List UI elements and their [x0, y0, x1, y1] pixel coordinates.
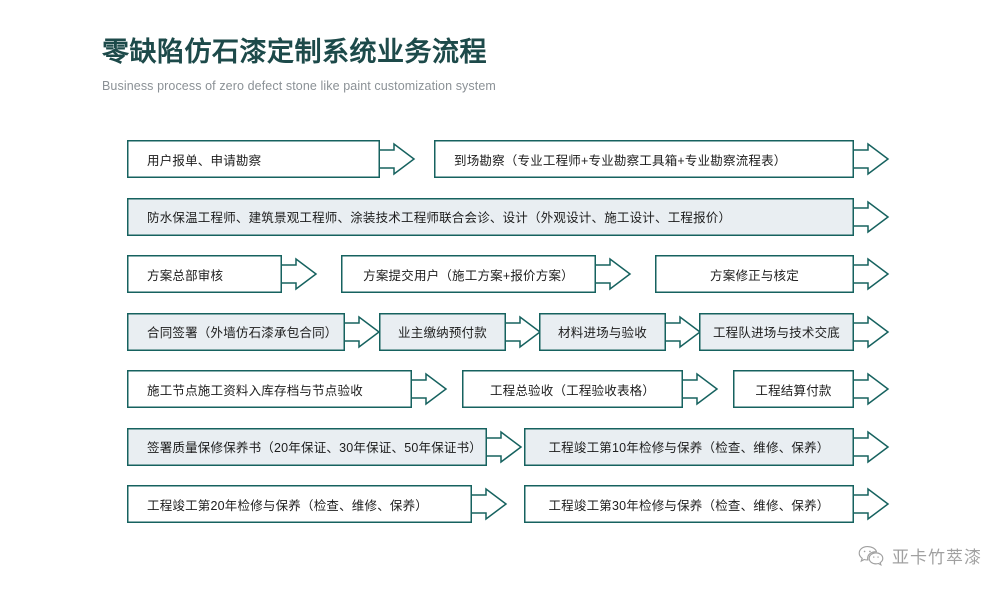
- node-shape: [127, 370, 448, 408]
- page-title: 零缺陷仿石漆定制系统业务流程: [102, 37, 487, 67]
- process-node[interactable]: 业主缴纳预付款: [379, 312, 542, 351]
- flow-diagram: 用户报单、申请勘察到场勘察（专业工程师+专业勘察工具箱+专业勘察流程表）防水保温…: [0, 140, 1002, 543]
- flow-row-7: 工程竣工第20年检修与保养（检查、维修、保养） 工程竣工第30年检修与保养（检查、…: [0, 485, 1002, 543]
- process-node[interactable]: 合同签署（外墙仿石漆承包合同）: [127, 312, 381, 351]
- flow-row-3: 方案总部审核方案提交用户（施工方案+报价方案） 方案修正与核定: [0, 255, 1002, 313]
- flow-row-2: 防水保温工程师、建筑景观工程师、涂装技术工程师联合会诊、设计（外观设计、施工设计…: [0, 197, 1002, 256]
- flow-row-5: 施工节点施工资料入库存档与节点验收工程总验收（工程验收表格） 工程结算付款: [0, 370, 1002, 428]
- process-node[interactable]: 工程队进场与技术交底: [699, 312, 890, 351]
- process-node[interactable]: 方案修正与核定: [655, 255, 890, 293]
- process-node[interactable]: 工程竣工第20年检修与保养（检查、维修、保养）: [127, 485, 508, 523]
- wechat-icon: [858, 545, 884, 567]
- node-shape: [434, 140, 890, 178]
- process-node[interactable]: 到场勘察（专业工程师+专业勘察工具箱+专业勘察流程表）: [434, 140, 890, 178]
- process-node[interactable]: 材料进场与验收: [539, 312, 702, 351]
- process-node[interactable]: 工程结算付款: [733, 370, 890, 408]
- process-node[interactable]: 签署质量保修保养书（20年保证、30年保证、50年保证书）: [127, 427, 523, 466]
- flow-row-1: 用户报单、申请勘察到场勘察（专业工程师+专业勘察工具箱+专业勘察流程表）: [0, 140, 1002, 198]
- flow-row-6: 签署质量保修保养书（20年保证、30年保证、50年保证书）工程竣工第10年检修与…: [0, 427, 1002, 486]
- process-node[interactable]: 工程总验收（工程验收表格）: [462, 370, 719, 408]
- node-shape: [733, 370, 890, 408]
- process-node[interactable]: 工程竣工第10年检修与保养（检查、维修、保养）: [524, 427, 890, 466]
- process-node[interactable]: 用户报单、申请勘察: [127, 140, 416, 178]
- node-shape: [524, 427, 890, 466]
- page-subtitle: Business process of zero defect stone li…: [102, 78, 496, 93]
- process-node[interactable]: 工程竣工第30年检修与保养（检查、维修、保养）: [524, 485, 890, 523]
- watermark: 亚卡竹萃漆: [858, 543, 982, 568]
- process-node[interactable]: 方案提交用户（施工方案+报价方案）: [341, 255, 632, 293]
- node-shape: [127, 485, 508, 523]
- flow-row-4: 合同签署（外墙仿石漆承包合同）业主缴纳预付款材料进场与验收工程队进场与技术交底: [0, 312, 1002, 371]
- process-node[interactable]: 施工节点施工资料入库存档与节点验收: [127, 370, 448, 408]
- node-shape: [127, 197, 890, 236]
- node-shape: [462, 370, 719, 408]
- node-shape: [127, 140, 416, 178]
- node-shape: [655, 255, 890, 293]
- node-shape: [127, 427, 523, 466]
- node-shape: [341, 255, 632, 293]
- node-shape: [539, 312, 702, 351]
- node-shape: [699, 312, 890, 351]
- node-shape: [127, 312, 381, 351]
- node-shape: [127, 255, 318, 293]
- watermark-text: 亚卡竹萃漆: [892, 548, 982, 567]
- process-node[interactable]: 方案总部审核: [127, 255, 318, 293]
- node-shape: [524, 485, 890, 523]
- node-shape: [379, 312, 542, 351]
- process-node[interactable]: 防水保温工程师、建筑景观工程师、涂装技术工程师联合会诊、设计（外观设计、施工设计…: [127, 197, 890, 236]
- page-header: 零缺陷仿石漆定制系统业务流程 Business process of zero …: [102, 36, 802, 93]
